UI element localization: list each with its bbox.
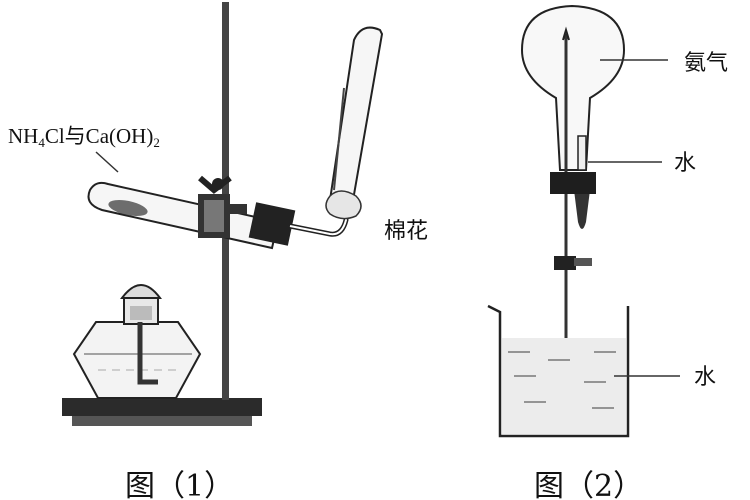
pinch-clamp: [554, 256, 592, 270]
figure-2: 氨气 水 水 图（2）: [487, 4, 728, 500]
figure-1: NH4Cl与Ca(OH)2 棉花 图（1）: [8, 2, 428, 500]
cotton-label: 棉花: [384, 219, 428, 244]
clamp: [198, 175, 247, 238]
round-flask: [520, 4, 626, 171]
stand-base: [62, 398, 262, 426]
reactant-test-tube: [87, 181, 280, 250]
cotton-plug: [325, 190, 362, 220]
figure-1-caption: 图（1）: [125, 469, 234, 500]
glass-tube-tip: [562, 26, 570, 41]
reagent-powder: [108, 199, 148, 217]
figure-2-caption: 图（2）: [534, 469, 643, 500]
beaker-water: [502, 338, 626, 434]
gas-label: 氨气: [684, 51, 728, 76]
beaker: [487, 304, 630, 438]
collecting-tube: [328, 26, 384, 208]
rubber-stopper: [248, 202, 296, 246]
water-top-label: 水: [674, 151, 696, 176]
alcohol-lamp: [72, 284, 202, 399]
reagent-label: NH4Cl与Ca(OH)2: [8, 124, 160, 150]
flask-stopper: [550, 172, 596, 194]
dropper: [574, 135, 590, 229]
reagent-pointer: [95, 151, 119, 173]
water-beaker-label: 水: [694, 365, 716, 390]
